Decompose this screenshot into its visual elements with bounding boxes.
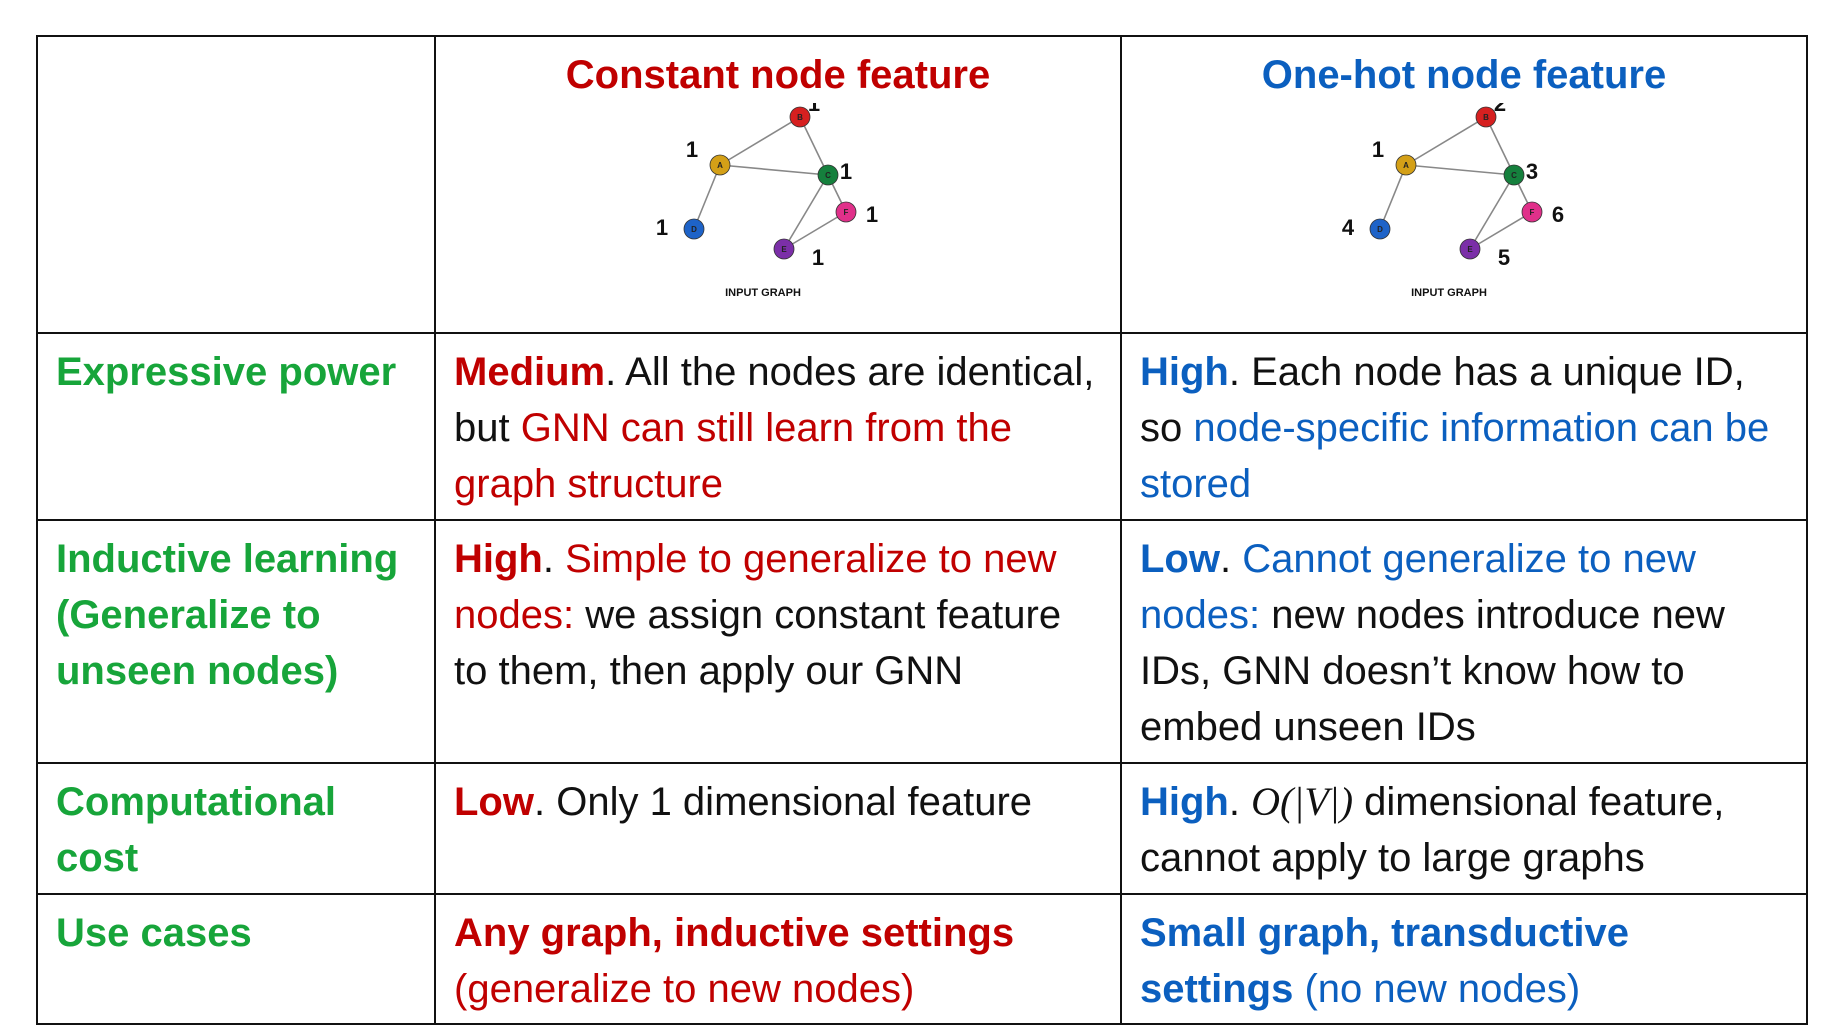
cell-usecases-constant: Any graph, inductive settings (generalize… bbox=[434, 893, 1122, 1025]
row-label-expressive: Expressive power bbox=[36, 332, 436, 521]
graph-edge bbox=[1379, 164, 1407, 230]
graph-node-feature-label: 6 bbox=[1552, 202, 1564, 227]
row-label-compute: Computational cost bbox=[36, 762, 436, 895]
graph-edge bbox=[1485, 116, 1515, 176]
graph-node-letter: B bbox=[797, 113, 803, 122]
rating-text: High bbox=[454, 537, 543, 581]
graph-node bbox=[1475, 106, 1497, 128]
cell-text: . All the nodes are identical, but bbox=[454, 350, 1095, 450]
cell-text: . bbox=[1219, 537, 1243, 581]
header-empty-cell bbox=[36, 35, 436, 334]
graph-node-feature-label: 1 bbox=[840, 159, 852, 184]
graph-node bbox=[709, 154, 731, 176]
graph-node bbox=[1503, 164, 1525, 186]
rating-text: High bbox=[1140, 780, 1229, 824]
cell-text: (generalize to new nodes) bbox=[454, 967, 915, 1011]
table-row-inductive: Inductive learning (Generalize to unseen… bbox=[36, 519, 1808, 764]
cell-text: (no new nodes) bbox=[1293, 967, 1581, 1011]
graph-edge bbox=[693, 164, 721, 230]
table-row-compute: Computational cost Low. Only 1 dimension… bbox=[36, 762, 1808, 895]
highlight-text: Cannot generalize to new nodes: bbox=[1140, 537, 1696, 637]
graph-node-letter: A bbox=[717, 161, 723, 170]
table-row-usecases: Use cases Any graph, inductive settings (… bbox=[36, 893, 1808, 1025]
graph-node-letter: E bbox=[781, 245, 787, 254]
cell-usecases-onehot: Small graph, transductive settings (no n… bbox=[1120, 893, 1808, 1025]
graph-caption: INPUT GRAPH bbox=[1411, 287, 1487, 299]
graph-node-letter: C bbox=[825, 171, 831, 180]
graph-edge bbox=[783, 211, 847, 250]
graph-node-letter: B bbox=[1483, 113, 1489, 122]
highlight-text: node-specific information can be stored bbox=[1140, 406, 1770, 506]
rating-text: Low bbox=[454, 780, 534, 824]
graph-node bbox=[1521, 201, 1543, 223]
graph-node-letter: E bbox=[1467, 245, 1473, 254]
cell-compute-onehot: High. O(|V|) dimensional feature, cannot… bbox=[1120, 762, 1808, 895]
graph-node-letter: D bbox=[691, 225, 697, 234]
graph-edge bbox=[1405, 164, 1515, 176]
header-constant-title: Constant node feature bbox=[565, 53, 991, 97]
graph-node-letter: A bbox=[1403, 161, 1409, 170]
cell-expressive-onehot: High. Each node has a unique ID, so node… bbox=[1120, 332, 1808, 521]
graph-node bbox=[1395, 154, 1417, 176]
graph-node-feature-label: 1 bbox=[812, 245, 824, 270]
graph-node bbox=[835, 201, 857, 223]
graph-node bbox=[773, 238, 795, 260]
graph-node bbox=[1459, 238, 1481, 260]
rating-text: High bbox=[1140, 350, 1229, 394]
graph-node-feature-label: 4 bbox=[1342, 215, 1355, 240]
cell-text: . Each node has a unique ID, so bbox=[1140, 350, 1745, 450]
graph-node-feature-label: 1 bbox=[808, 103, 820, 116]
rating-text: Medium bbox=[454, 350, 606, 394]
cell-text: dimensional feature, cannot apply to lar… bbox=[1140, 780, 1725, 880]
table-row-expressive: Expressive power Medium. All the nodes a… bbox=[36, 332, 1808, 521]
highlight-text: Simple to generalize to new nodes: bbox=[454, 537, 1057, 637]
cell-inductive-constant: High. Simple to generalize to new nodes:… bbox=[434, 519, 1122, 764]
graph-edge bbox=[1469, 211, 1533, 250]
cell-expressive-constant: Medium. All the nodes are identical, but… bbox=[434, 332, 1122, 521]
highlight-text: GNN can still learn from the graph struc… bbox=[454, 406, 1012, 506]
graph-node bbox=[789, 106, 811, 128]
cell-compute-constant: Low. Only 1 dimensional feature bbox=[434, 762, 1122, 895]
graph-node-letter: C bbox=[1511, 171, 1517, 180]
graph-node-feature-label: 5 bbox=[1498, 245, 1510, 270]
row-label-inductive: Inductive learning (Generalize to unseen… bbox=[36, 519, 436, 764]
rating-text: Any graph, inductive settings bbox=[454, 911, 1015, 955]
cell-text: . bbox=[1228, 780, 1252, 824]
rating-text: Low bbox=[1140, 537, 1220, 581]
graph-node-feature-label: 1 bbox=[866, 202, 878, 227]
graph-edge bbox=[783, 174, 829, 250]
graph-node bbox=[1369, 218, 1391, 240]
cell-text: . bbox=[542, 537, 566, 581]
graph-node-feature-label: 2 bbox=[1494, 103, 1506, 116]
graph-edge bbox=[799, 116, 829, 176]
graph-edge bbox=[1405, 116, 1487, 166]
graph-node-feature-label: 1 bbox=[686, 137, 698, 162]
rating-text: Small graph, transductive settings bbox=[1140, 911, 1630, 1011]
graph-node-feature-label: 3 bbox=[1526, 159, 1538, 184]
cell-text: new nodes introduce new IDs, GNN doesn’t… bbox=[1140, 593, 1725, 749]
graph-node-feature-label: 1 bbox=[1372, 137, 1384, 162]
graph-node-letter: F bbox=[844, 208, 849, 217]
header-onehot-title: One-hot node feature bbox=[1261, 53, 1667, 97]
graph-node-letter: F bbox=[1530, 208, 1535, 217]
graph-edge bbox=[719, 116, 801, 166]
graph-edge bbox=[719, 164, 829, 176]
cell-text: we assign constant feature to them, then… bbox=[454, 593, 1062, 693]
row-label-usecases: Use cases bbox=[36, 893, 436, 1025]
graph-edge bbox=[1469, 174, 1515, 250]
graph-node bbox=[683, 218, 705, 240]
complexity-formula: O(|V|) bbox=[1251, 779, 1354, 824]
graph-node-letter: D bbox=[1377, 225, 1383, 234]
graph-node-feature-label: 1 bbox=[656, 215, 668, 240]
cell-inductive-onehot: Low. Cannot generalize to new nodes: new… bbox=[1120, 519, 1808, 764]
cell-text: . Only 1 dimensional feature bbox=[533, 780, 1033, 824]
graph-node bbox=[817, 164, 839, 186]
graph-caption: INPUT GRAPH bbox=[725, 287, 801, 299]
